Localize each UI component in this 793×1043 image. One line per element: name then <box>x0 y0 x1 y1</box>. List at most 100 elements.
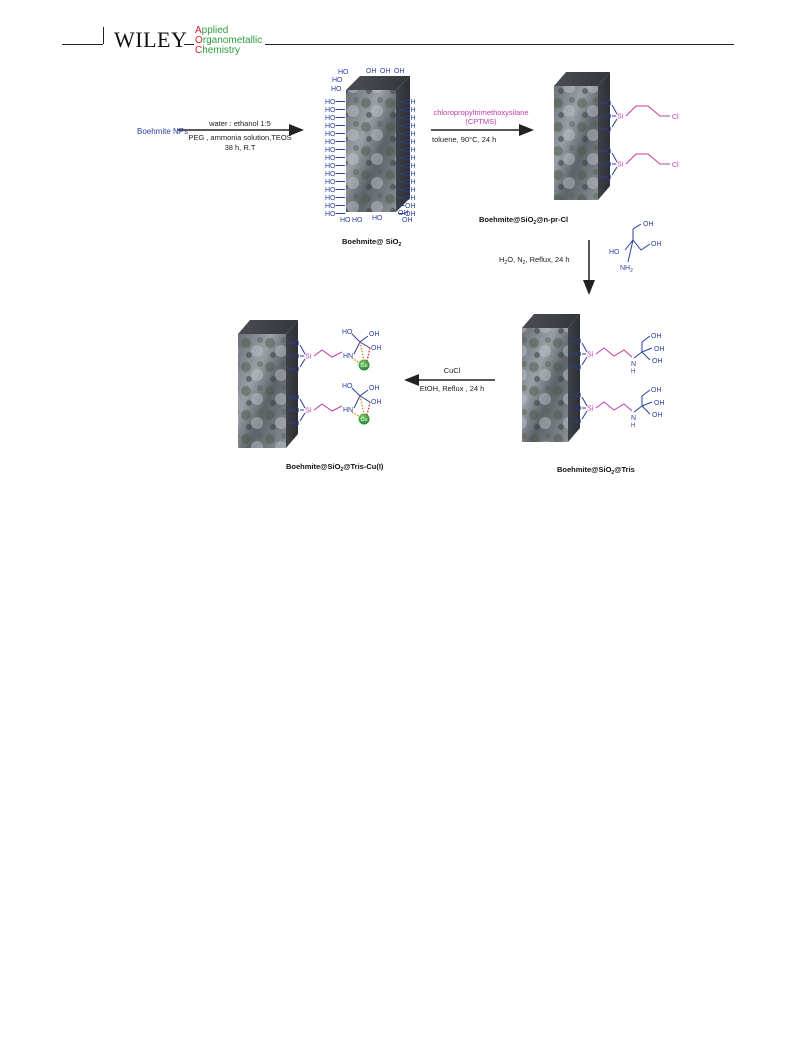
cu-anchor-si-bond-c-1 <box>299 412 306 422</box>
cu-arm-c-0 <box>351 333 361 343</box>
cu-coord-ob-1 <box>366 401 371 416</box>
cu-coord-n-1 <box>351 411 361 418</box>
product1-label: Boehmite@ SiO2 <box>342 237 402 248</box>
tris-arm-c-0 <box>641 351 651 361</box>
tris-anchor-o-1-0: O <box>576 393 582 400</box>
step2-conditions: toluene, 90°C, 24 h <box>432 135 496 144</box>
tris-anchor-si-1: Si <box>587 406 594 413</box>
step2-reagent2: (CPTMS) <box>465 117 497 126</box>
tris-anchor-o-1-1: O <box>576 406 582 413</box>
journal-line-2: Organometallic <box>195 35 263 46</box>
hydroxyl-left-5: HO <box>325 139 336 146</box>
header-rule-mid <box>184 44 194 45</box>
tris-arm-b-0 <box>641 347 653 353</box>
npr-anchor-o-0-1: O <box>606 114 612 121</box>
tris-anchor-si-0: Si <box>587 352 594 359</box>
cu-anchor-si-bond-a-0 <box>299 344 306 355</box>
hydroxyl-top-2: HO <box>331 86 342 93</box>
step3-conditions: H2O, N2, Reflux, 24 h <box>499 255 570 266</box>
tris-anchor-si-bond-a-1 <box>581 396 588 407</box>
tris-anchor-si-bond-c-1 <box>581 410 588 420</box>
header-rule-right <box>265 44 734 45</box>
cu-hn-0: HN <box>343 353 353 360</box>
copper-ion-1 <box>358 413 370 425</box>
propyl-chain-1 <box>625 153 670 165</box>
cu-arm-b-0 <box>359 341 371 349</box>
tris-n-0: N <box>631 361 636 368</box>
cu-arm-b-1 <box>359 395 371 403</box>
hydroxyl-right-14: OH <box>405 211 416 218</box>
block-n-pr-cl <box>554 72 610 200</box>
tris-anchor-si-bond-c-0 <box>581 356 588 366</box>
hydroxyl-right-7: OH <box>405 155 416 162</box>
cu-anchor-o-0-1: O <box>294 354 300 361</box>
step4-reagent: CuCl <box>444 366 461 375</box>
tris-anchor-o-0-2: O <box>576 365 582 372</box>
product2-label: Boehmite@SiO2@n-pr-Cl <box>479 215 568 226</box>
hydroxyl-top-3: OH <box>366 68 377 75</box>
hydroxyl-left-9: HO <box>325 171 336 178</box>
npr-anchor-si-0: Si <box>617 114 624 121</box>
hydroxyl-right-13: OH <box>405 203 416 210</box>
cu-coord-oa-1 <box>359 395 365 415</box>
hydroxyl-left-4: HO <box>325 131 336 138</box>
cu-anchor-o-1-0: O <box>294 395 300 402</box>
cu-coord-oa-0 <box>359 341 365 361</box>
hydroxyl-right-3: OH <box>405 123 416 130</box>
hydroxyl-bottom-1: HO <box>352 217 363 224</box>
hydroxyl-right-9: OH <box>405 171 416 178</box>
cu-linker-1 <box>313 403 343 412</box>
tris-arm-b-1 <box>641 401 653 407</box>
cu-coord-n-0 <box>351 357 361 364</box>
hydroxyl-left-6: HO <box>325 147 336 154</box>
npr-anchor-si-1: Si <box>617 162 624 169</box>
hydroxyl-left-3: HO <box>325 123 336 130</box>
hydroxyl-right-6: OH <box>405 147 416 154</box>
block-tris <box>522 314 580 442</box>
tris-arm-c-1 <box>641 405 651 415</box>
hydroxyl-left-10: HO <box>325 179 336 186</box>
cu-anchor-si-1: Si <box>305 408 312 415</box>
copper-label-1: Cu <box>360 417 367 423</box>
tris-oh-c-1: OH <box>652 412 663 419</box>
npr-anchor-o-0-0: O <box>606 101 612 108</box>
tris-reagent-nh2: NH2 <box>620 265 633 274</box>
cu-oh-b-1: OH <box>371 399 382 406</box>
npr-anchor-o-0-2: O <box>606 127 612 134</box>
hydroxyl-bottom-0: HO <box>340 217 351 224</box>
journal-line-3: Chemistry <box>195 45 241 56</box>
product3-label: Boehmite@SiO2@Tris <box>557 465 635 476</box>
hydroxyl-right-10: OH <box>405 179 416 186</box>
hydroxyl-top-4: OH <box>380 68 391 75</box>
cu-oh-a-0: OH <box>369 331 380 338</box>
hydroxyl-left-12: HO <box>325 195 336 202</box>
header-tick <box>103 27 104 44</box>
block-boehmite-sio2 <box>346 76 410 212</box>
start-label: Boehmite NPs <box>137 127 188 136</box>
npr-anchor-si-bond-c-1 <box>611 166 618 176</box>
chloride-0: Cl <box>672 114 679 121</box>
cu-anchor-si-bond-c-0 <box>299 358 306 368</box>
hydroxyl-right-5: OH <box>405 139 416 146</box>
hydroxyl-top-1: HO <box>332 77 343 84</box>
hydroxyl-bottom-3: OH <box>398 210 409 217</box>
block-tris-cu <box>238 320 298 448</box>
tris-n-1: N <box>631 415 636 422</box>
step1-line3: 38 h, R.T <box>225 143 256 152</box>
tris-reagent-ho: HO <box>609 249 620 256</box>
propyl-chain-0 <box>625 105 670 117</box>
hydroxyl-right-12: OH <box>405 195 416 202</box>
npr-anchor-si-bond-a-1 <box>611 152 618 163</box>
step1-line2: PEG , ammonia solution,TEOS <box>188 133 291 142</box>
tris-anchor-si-bond-a-0 <box>581 342 588 353</box>
cu-oh-a-1: OH <box>369 385 380 392</box>
tris-linker-0 <box>595 347 633 358</box>
npr-anchor-o-1-1: O <box>606 162 612 169</box>
cu-anchor-o-0-0: O <box>294 341 300 348</box>
hydroxyl-top-0: HO <box>338 69 349 76</box>
header-rule-left <box>62 44 103 45</box>
tris-arm-a-0 <box>633 335 651 359</box>
hydroxyl-left-14: HO <box>325 211 336 218</box>
hydroxyl-left-2: HO <box>325 115 336 122</box>
